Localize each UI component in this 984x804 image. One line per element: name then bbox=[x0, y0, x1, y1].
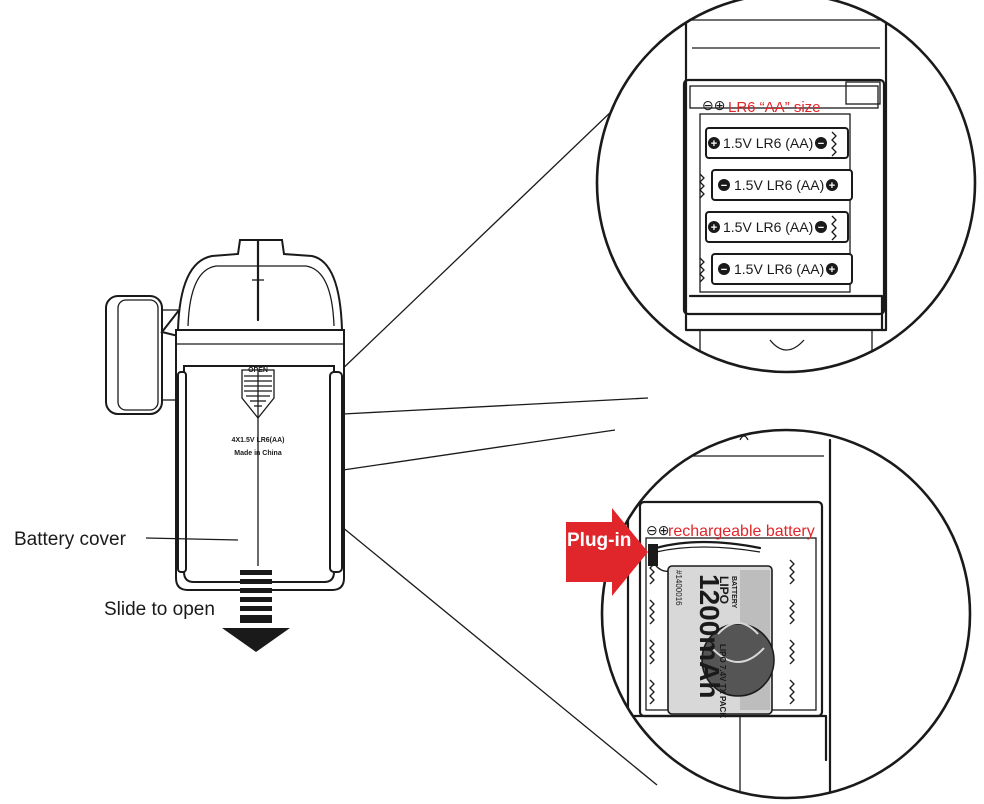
svg-text:+: + bbox=[829, 264, 835, 276]
lipo-sub: BATTERY bbox=[730, 576, 737, 609]
aa-battery-3-label: 1.5V LR6 (AA) bbox=[723, 219, 813, 235]
svg-text:−: − bbox=[818, 138, 824, 150]
aa-battery-2-label: 1.5V LR6 (AA) bbox=[734, 177, 824, 193]
lipo-code: #1400016 bbox=[674, 570, 683, 606]
aa-battery-1: + − 1.5V LR6 (AA) bbox=[705, 127, 849, 159]
aa-battery-1-label: 1.5V LR6 (AA) bbox=[723, 135, 813, 151]
svg-text:−: − bbox=[721, 180, 727, 192]
aa-battery-2: − + 1.5V LR6 (AA) bbox=[699, 169, 853, 201]
lipo-type: LIPO bbox=[717, 576, 731, 604]
top-polarity-marks: ⊖⊕ bbox=[702, 97, 725, 113]
lipo-battery-pack: 1200mAh LIPO BATTERY #1400016 LIPO 7.4V … bbox=[667, 565, 775, 718]
cover-made-text: Made in China bbox=[234, 450, 282, 457]
plug-in-arrow: Plug-in bbox=[566, 508, 648, 596]
svg-text:−: − bbox=[721, 264, 727, 276]
aa-battery-3: + − 1.5V LR6 (AA) bbox=[705, 211, 849, 243]
slide-to-open-label: Slide to open bbox=[104, 599, 215, 620]
bottom-inset-lipo-battery: ⊖⊕ rechargeable battery 1200mAh LIPO BAT… bbox=[566, 428, 972, 800]
lipo-spec: LIPO 7.4V TX PACK bbox=[718, 644, 727, 718]
svg-text:+: + bbox=[829, 180, 835, 192]
zoom-leader-lines bbox=[334, 107, 658, 786]
battery-cover-leader bbox=[145, 537, 239, 541]
lipo-capacity: 1200mAh bbox=[694, 574, 725, 699]
aa-battery-4-label: 1.5V LR6 (AA) bbox=[734, 261, 824, 277]
svg-text:+: + bbox=[711, 222, 717, 234]
battery-cover-label: Battery cover bbox=[14, 529, 127, 550]
rechargeable-battery-title: rechargeable battery bbox=[668, 523, 815, 540]
bottom-polarity-marks: ⊖⊕ bbox=[646, 522, 669, 538]
plug-in-label: Plug-in bbox=[567, 530, 631, 551]
top-inset-aa-batteries: ⊖⊕ LR6 “AA” size + − 1.5V LR6 (AA) − + 1… bbox=[595, 0, 977, 374]
transmitter-body: OPEN 4X1.5V LR6(AA) Made in China bbox=[105, 238, 345, 591]
svg-text:+: + bbox=[711, 138, 717, 150]
battery-cover-panel bbox=[183, 365, 335, 583]
svg-text:−: − bbox=[818, 222, 824, 234]
aa-battery-4: − + 1.5V LR6 (AA) bbox=[699, 253, 853, 285]
cover-spec-text: 4X1.5V LR6(AA) bbox=[232, 437, 285, 444]
aa-size-title: LR6 “AA” size bbox=[728, 99, 821, 116]
cover-open-text: OPEN bbox=[248, 367, 268, 374]
slide-down-arrow-icon bbox=[222, 570, 290, 652]
